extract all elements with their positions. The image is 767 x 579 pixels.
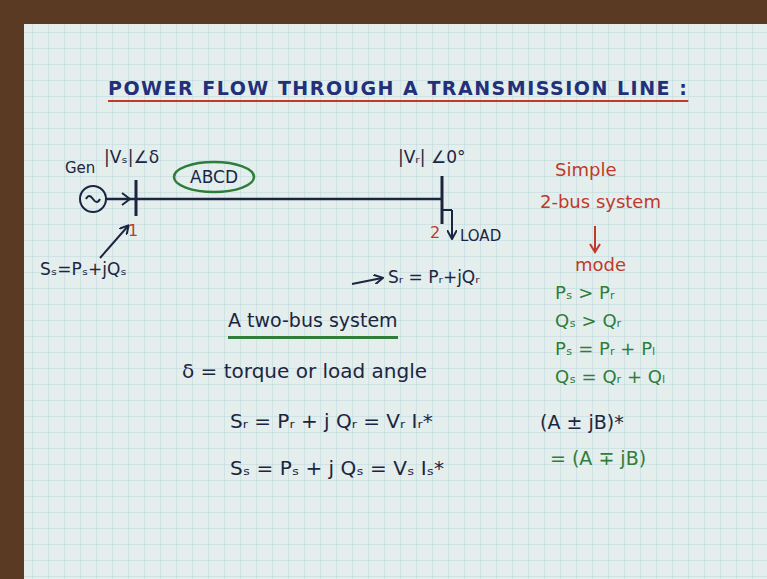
board-grid [24,24,767,579]
leader-arrow [100,226,128,258]
line-wire [106,198,441,201]
title: POWER FLOW THROUGH A TRANSMISSION LINE : [108,78,688,100]
bus-bar [441,176,444,224]
note-text: mode [575,255,626,276]
leader-arrow [352,278,382,284]
equation: Sᵣ = Pᵣ + j Qᵣ = Vᵣ Iᵣ* [230,410,433,433]
voltage-label: |Vᵣ| ∠0° [398,148,465,168]
relation-text: Pₛ > Pᵣ [555,283,615,304]
board-surface [24,24,767,579]
abcd-oval: ABCD [172,160,256,194]
block-label: ABCD [188,167,240,187]
power-label: Sᵣ = Pᵣ+jQᵣ [388,268,480,288]
generator-label: Gen [65,159,95,177]
note-text: Simple [555,160,616,181]
bus-number: 2 [430,224,440,242]
subheading: A two-bus system [228,310,398,339]
definition-text: δ = torque or load angle [182,360,427,383]
conjugate-note: (A ± jB)* [540,412,624,434]
load-label: LOAD [460,228,501,245]
equation: Sₛ = Pₛ + j Qₛ = Vₛ Iₛ* [230,457,444,480]
load-arrow [451,210,453,238]
down-arrow [590,244,600,252]
generator-circle: Gen [79,185,107,213]
conjugate-note: = (A ∓ jB) [550,448,646,470]
bus-bar [135,180,138,216]
bus-number: 1 [128,222,138,240]
generator-symbol [79,185,107,213]
node-text-holder: ABCD [172,160,256,192]
power-label: Sₛ=Pₛ+jQₛ [40,260,127,280]
relation-text: Pₛ = Pᵣ + Pₗ [555,339,655,360]
down-arrow [594,226,596,250]
voltage-label: |Vₛ|∠δ [104,148,159,168]
note-text: 2-bus system [540,192,661,213]
load-wire [442,209,452,211]
arrow-head [122,193,130,205]
relation-text: Qₛ = Qᵣ + Qₗ [555,367,665,388]
relation-text: Qₛ > Qᵣ [555,311,621,332]
